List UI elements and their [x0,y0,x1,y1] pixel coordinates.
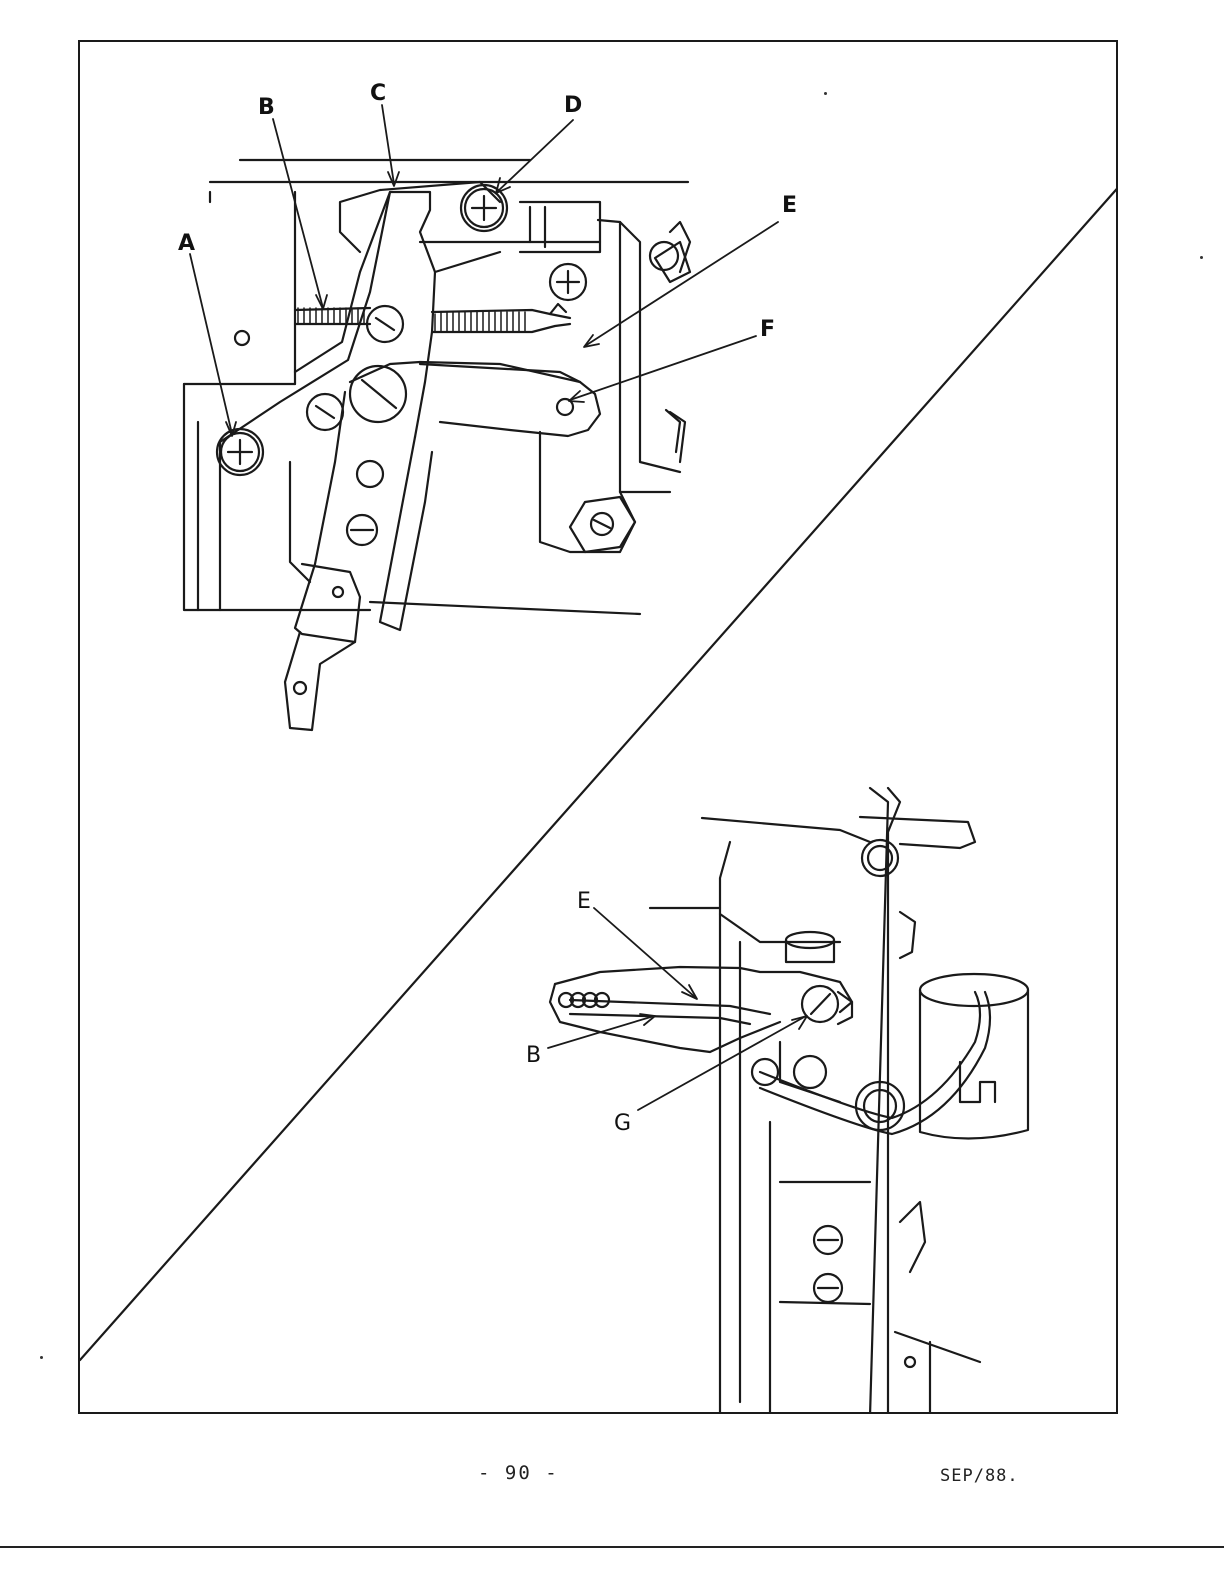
diagonal-divider [80,188,1116,1362]
callout-c: C [370,81,386,106]
scan-speck [1200,256,1203,259]
callout-a: A [178,231,195,256]
bottom-rule [0,1546,1224,1548]
scan-speck [40,1356,43,1359]
callout-e-lower: E [577,889,591,914]
callout-b: B [258,95,275,120]
callout-d: D [564,93,582,118]
callout-e: E [782,193,797,218]
lower-mechanism-drawing [547,786,1030,1412]
scan-speck [824,92,827,95]
mechanism-illustrations: A B C D E F E B G [80,81,1116,1412]
callout-b-lower: B [526,1043,541,1068]
page-number: - 90 - [478,1462,559,1484]
upper-mechanism-drawing [182,104,779,732]
callout-f: F [760,317,775,342]
date-code: SEP/88. [940,1466,1019,1486]
figure-frame: A B C D E F E B G [78,40,1118,1414]
callout-g: G [614,1111,631,1136]
